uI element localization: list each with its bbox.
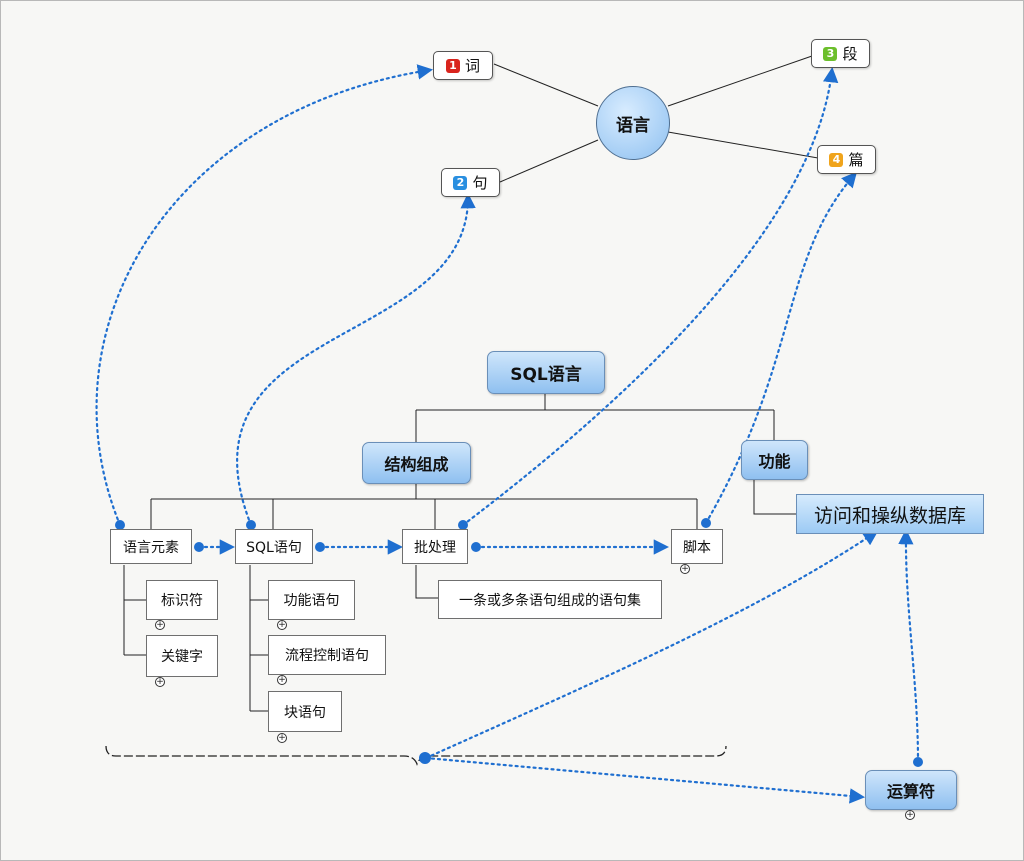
level-article[interactable]: 4 篇 (817, 145, 876, 174)
node-batch-label: 批处理 (414, 539, 456, 556)
connector-anchors (115, 518, 923, 767)
node-keyword[interactable]: 关键字 (146, 635, 218, 677)
node-operator[interactable]: 运算符 (865, 770, 957, 810)
branch-function-label: 功能 (758, 452, 791, 471)
node-function-statement[interactable]: 功能语句 (268, 580, 355, 620)
function-detail-label: 访问和操纵数据库 (813, 504, 966, 527)
level-article-label: 篇 (848, 151, 864, 169)
center-topic-language[interactable]: 语言 (596, 86, 670, 160)
node-block-statement-label: 块语句 (284, 704, 326, 721)
level-word[interactable]: 1 词 (433, 51, 493, 80)
tree-lines (123, 394, 796, 712)
root-sql-language[interactable]: SQL语言 (487, 351, 605, 394)
badge-2-icon: 2 (453, 175, 468, 190)
node-operator-label: 运算符 (886, 782, 935, 801)
expand-keyword-icon[interactable]: + (155, 677, 165, 687)
function-detail[interactable]: 访问和操纵数据库 (796, 494, 984, 534)
node-script-label: 脚本 (683, 539, 711, 556)
badge-4-icon: 4 (829, 152, 844, 167)
node-keyword-label: 关键字 (161, 649, 203, 665)
node-language-elements[interactable]: 语言元素 (110, 529, 192, 564)
badge-3-icon: 3 (823, 46, 838, 61)
level-word-label: 词 (464, 57, 480, 75)
node-control-flow-statement[interactable]: 流程控制语句 (268, 635, 386, 675)
branch-structure[interactable]: 结构组成 (362, 442, 471, 484)
expand-control-flow-icon[interactable]: + (277, 675, 287, 685)
center-spokes (493, 55, 819, 183)
relationship-connectors (95, 64, 920, 804)
node-script[interactable]: 脚本 (671, 529, 723, 564)
node-control-flow-statement-label: 流程控制语句 (285, 648, 369, 664)
expand-block-statement-icon[interactable]: + (277, 733, 287, 743)
node-sql-statement-label: SQL语句 (246, 539, 302, 556)
expand-script-icon[interactable]: + (680, 564, 690, 574)
level-sentence[interactable]: 2 句 (441, 168, 500, 197)
node-block-statement[interactable]: 块语句 (268, 691, 342, 732)
level-paragraph[interactable]: 3 段 (811, 39, 870, 68)
expand-operator-icon[interactable]: + (905, 810, 915, 820)
group-brace (105, 745, 727, 766)
node-identifier-label: 标识符 (161, 593, 203, 609)
node-language-elements-label: 语言元素 (123, 539, 179, 556)
node-batch-description-label: 一条或多条语句组成的语句集 (459, 592, 641, 609)
badge-1-icon: 1 (445, 58, 460, 73)
root-label: SQL语言 (510, 365, 582, 385)
node-identifier[interactable]: 标识符 (146, 580, 218, 620)
node-batch-description[interactable]: 一条或多条语句组成的语句集 (438, 580, 662, 619)
node-function-statement-label: 功能语句 (283, 593, 340, 609)
node-sql-statement[interactable]: SQL语句 (235, 529, 313, 564)
center-topic-label: 语言 (616, 115, 650, 136)
branch-structure-label: 结构组成 (384, 455, 449, 474)
branch-function[interactable]: 功能 (741, 440, 808, 480)
node-batch[interactable]: 批处理 (402, 529, 468, 564)
expand-function-statement-icon[interactable]: + (277, 620, 287, 630)
expand-identifier-icon[interactable]: + (155, 620, 165, 630)
level-sentence-label: 句 (472, 174, 488, 192)
level-paragraph-label: 段 (842, 45, 858, 63)
